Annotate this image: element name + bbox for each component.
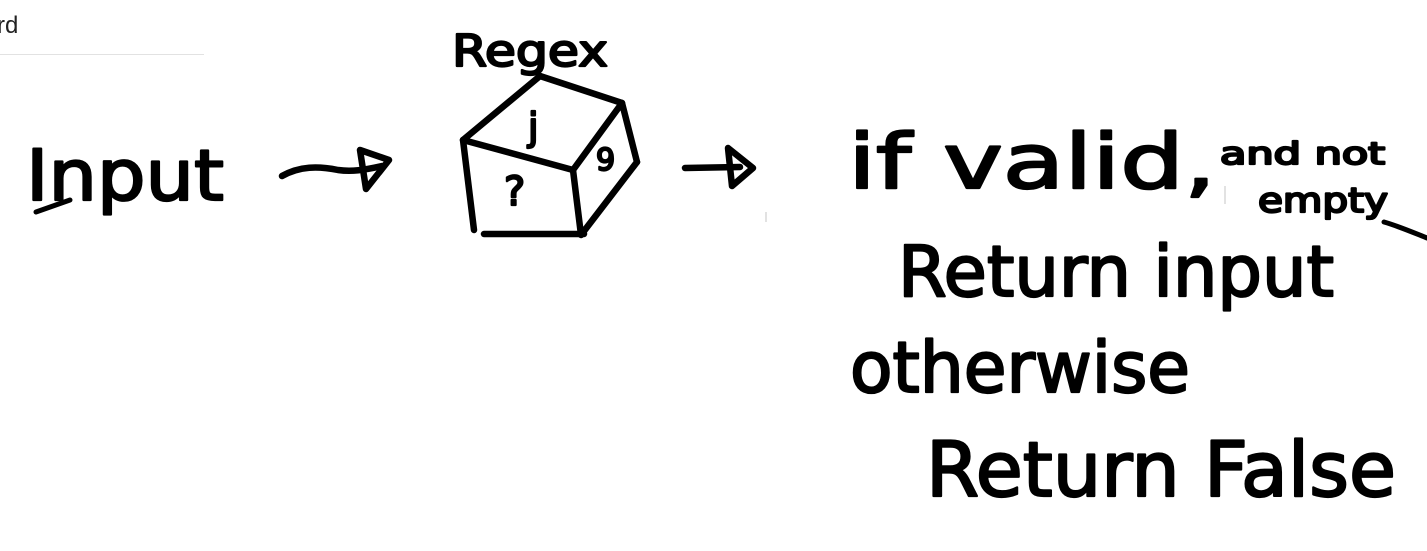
text-field-value: rd — [0, 12, 19, 39]
otherwise-label: otherwise — [850, 327, 1190, 409]
text-field-fragment[interactable]: rd — [0, 0, 204, 55]
input-label: Input — [26, 135, 224, 217]
regex-box — [459, 72, 641, 239]
regex-side-mark: 9 — [596, 143, 615, 178]
arrow-to-regex — [278, 146, 393, 193]
regex-top-mark: j — [527, 105, 539, 149]
arrow-to-result — [681, 144, 757, 190]
note-trailing-stroke — [1381, 219, 1427, 241]
regex-label: Regex — [452, 26, 608, 77]
return-false-label: Return False — [926, 425, 1396, 514]
condition-label: if valid, — [848, 117, 1216, 206]
condition-note-line2: empty — [1258, 181, 1388, 221]
return-input-label: Return input — [898, 231, 1334, 313]
regex-front-mark: ? — [504, 169, 525, 215]
condition-note-line1: and not — [1220, 137, 1385, 172]
input-underline — [33, 197, 73, 215]
